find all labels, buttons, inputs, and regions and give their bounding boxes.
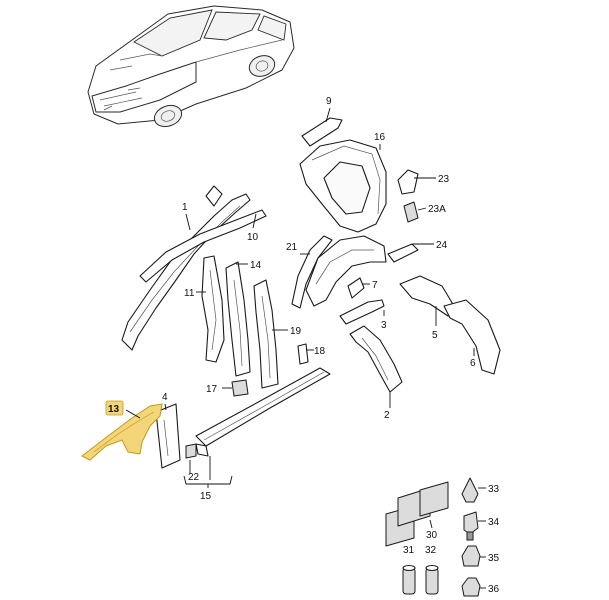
part-11-pillar	[201, 255, 225, 363]
part-33-clip	[461, 477, 479, 503]
callout-17: 17	[206, 384, 218, 395]
callout-11: 11	[184, 288, 195, 299]
part-1-roof-frame	[121, 185, 251, 351]
part-30-plates	[385, 481, 449, 547]
part-24-strip	[387, 243, 419, 263]
part-18-bracket	[297, 343, 309, 365]
part-32-plug	[425, 564, 439, 595]
vehicle-overview-illustration	[87, 5, 295, 128]
callout-19: 19	[290, 326, 302, 337]
callout-35: 35	[488, 553, 500, 564]
part-6-panel	[443, 299, 501, 375]
callout-14: 14	[250, 260, 262, 271]
callout-13: 13	[108, 404, 120, 415]
callout-23a: 23A	[428, 204, 446, 215]
callout-30: 30	[426, 530, 438, 541]
part-2-pillar	[349, 325, 403, 393]
callout-6: 6	[470, 358, 476, 369]
callout-33: 33	[488, 484, 500, 495]
part-4-pillar-lower	[155, 403, 181, 469]
part-17-bracket	[231, 379, 249, 397]
callout-24: 24	[436, 240, 448, 251]
part-31-plug	[402, 564, 416, 595]
part-23a-bracket	[403, 201, 419, 223]
part-36-plug	[461, 577, 481, 597]
callout-2: 2	[384, 410, 390, 421]
callout-34: 34	[488, 517, 500, 528]
part-34-clip	[463, 511, 479, 541]
part-9-trim	[301, 117, 343, 147]
callout-9: 9	[326, 96, 332, 107]
part-13-highlighted	[81, 403, 163, 461]
callout-13-box	[105, 400, 124, 416]
part-3-strip	[339, 299, 385, 325]
callout-36: 36	[488, 584, 500, 595]
part-wheelhouse	[305, 235, 387, 307]
callout-32: 32	[425, 545, 437, 556]
callout-7: 7	[372, 280, 378, 291]
callout-16: 16	[374, 132, 386, 143]
part-7-bracket	[347, 277, 365, 299]
callout-23: 23	[438, 174, 450, 185]
callout-15: 15	[200, 491, 212, 502]
callout-4: 4	[162, 392, 168, 403]
part-22-bracket	[185, 443, 197, 459]
callout-21: 21	[286, 242, 298, 253]
callout-10: 10	[247, 232, 259, 243]
callout-1: 1	[182, 202, 188, 213]
part-23-bracket	[397, 169, 419, 195]
callout-22: 22	[188, 472, 200, 483]
callout-5: 5	[432, 330, 438, 341]
part-10-roof-rail	[139, 209, 267, 283]
callout-3: 3	[381, 320, 387, 331]
callout-31: 31	[403, 545, 415, 556]
callout-labels: 1 10 11 14 19 18 17 4 13 22 15 9 16 23 2…	[105, 96, 500, 595]
part-19-b-pillar	[253, 279, 279, 389]
part-16-rear-quarter	[299, 139, 387, 233]
part-14-pillar	[225, 261, 251, 377]
part-21-arch	[291, 235, 333, 309]
part-sill-panel	[195, 367, 331, 457]
leader-lines	[125, 107, 486, 589]
callout-18: 18	[314, 346, 326, 357]
part-35-plug	[461, 545, 481, 567]
